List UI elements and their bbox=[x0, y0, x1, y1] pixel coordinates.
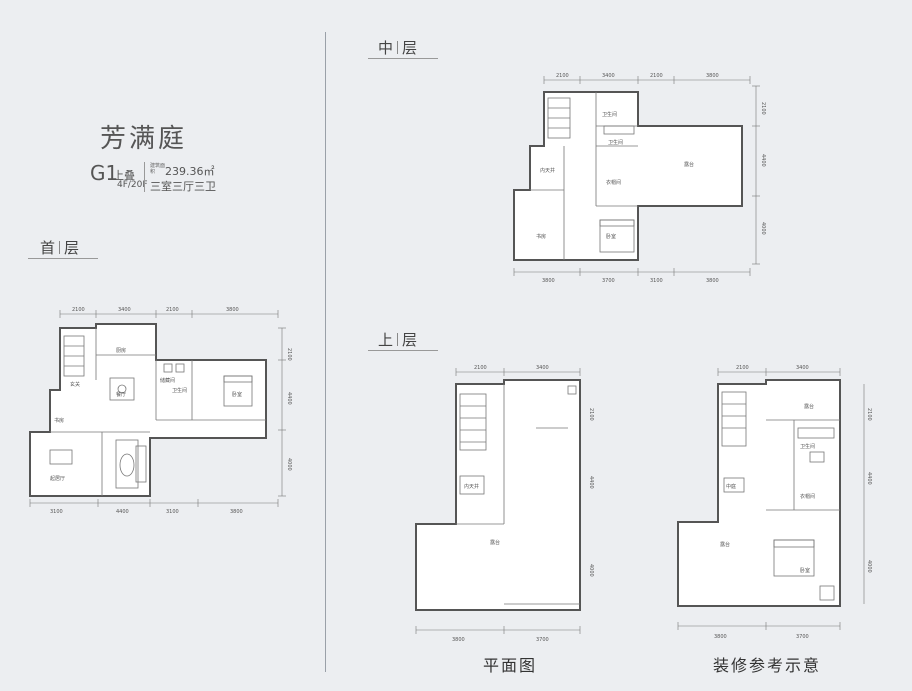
unit-type: 上叠 bbox=[113, 169, 135, 182]
ground-dim-top-2: 3400 bbox=[118, 307, 131, 313]
area-caption: 建筑面积 bbox=[150, 163, 166, 175]
middle-room-courtyard: 内天井 bbox=[540, 167, 555, 174]
ground-dim-bottom-4: 3800 bbox=[230, 509, 243, 515]
middle-dim-bottom-2: 3700 bbox=[602, 278, 615, 284]
furnished-room-bath: 卫生间 bbox=[800, 443, 815, 450]
ground-dim-right-1: 2100 bbox=[286, 348, 292, 361]
middle-label-rule bbox=[368, 58, 438, 59]
middle-dim-right-2: 4400 bbox=[760, 154, 766, 167]
ground-label-a: 首 bbox=[40, 239, 56, 257]
middle-dim-top-2: 3400 bbox=[602, 73, 615, 79]
middle-floor-label: 中层 bbox=[378, 37, 417, 58]
ground-room-dining: 餐厅 bbox=[116, 391, 126, 398]
furnished-room-terrace-left: 露台 bbox=[720, 541, 730, 548]
ground-room-living: 起居厅 bbox=[50, 476, 65, 482]
middle-label-a: 中 bbox=[378, 39, 394, 57]
middle-label-b: 层 bbox=[402, 39, 418, 57]
plan-caption: 平面图 bbox=[483, 656, 538, 675]
upper-floor-label: 上层 bbox=[378, 329, 417, 350]
ground-dim-top-3: 2100 bbox=[166, 307, 179, 313]
layout-text: 三室三厅三卫 bbox=[150, 180, 216, 193]
middle-dim-top-3: 2100 bbox=[650, 73, 663, 79]
ground-dim-bottom-1: 3100 bbox=[50, 509, 63, 515]
upper-room-courtyard: 内天井 bbox=[464, 483, 479, 490]
upper-label-a: 上 bbox=[378, 331, 394, 349]
ground-room-kitchen: 厨房 bbox=[116, 347, 126, 354]
ground-dim-right-2: 4400 bbox=[286, 392, 292, 405]
furnished-room-terrace-top: 露台 bbox=[804, 403, 814, 410]
middle-dim-bottom-1: 3800 bbox=[542, 278, 555, 284]
upper-dim-bottom-1: 3800 bbox=[452, 637, 465, 643]
ground-dim-top-4: 3800 bbox=[226, 307, 239, 313]
middle-dim-top-1: 2100 bbox=[556, 73, 569, 79]
furnished-dim-bottom-2: 3700 bbox=[796, 634, 809, 640]
upper-label-rule bbox=[368, 350, 438, 351]
furnished-dim-right-2: 4400 bbox=[866, 472, 872, 485]
middle-dim-right-3: 4000 bbox=[760, 222, 766, 235]
upper-dim-top-2: 3400 bbox=[536, 365, 549, 371]
area-value: 239.36㎡ bbox=[165, 165, 215, 178]
ground-floor-label: 首层 bbox=[40, 237, 79, 258]
ground-room-storage: 储藏间 bbox=[160, 377, 175, 384]
floor-range: 4F/20F bbox=[117, 180, 148, 190]
furnished-dim-top-2: 3400 bbox=[796, 365, 809, 371]
ground-room-study: 书房 bbox=[54, 417, 64, 424]
decor-caption: 装修参考示意 bbox=[713, 656, 822, 675]
upper-dim-right-2: 4400 bbox=[588, 476, 594, 489]
upper-label-b: 层 bbox=[402, 331, 418, 349]
ground-floor-plan: 2100 3400 2100 3800 3100 4400 3100 3800 … bbox=[29, 307, 292, 515]
middle-dim-right-1: 2100 bbox=[760, 102, 766, 115]
middle-dim-top-4: 3800 bbox=[706, 73, 719, 79]
upper-dim-bottom-2: 3700 bbox=[536, 637, 549, 643]
upper-furnished-plan: 2100 3400 3800 3700 2100 4400 4000 露台 卫生… bbox=[677, 365, 872, 640]
furnished-dim-right-1: 2100 bbox=[866, 408, 872, 421]
ground-dim-bottom-3: 3100 bbox=[166, 509, 179, 515]
upper-dim-right-3: 4000 bbox=[588, 564, 594, 577]
ground-room-bath: 卫生间 bbox=[172, 387, 187, 394]
middle-dim-bottom-3: 3100 bbox=[650, 278, 663, 284]
furnished-room-bedroom: 卧室 bbox=[800, 567, 810, 574]
ground-dim-top-1: 2100 bbox=[72, 307, 85, 313]
ground-dim-right-3: 4000 bbox=[286, 458, 292, 471]
unit-code: G1 bbox=[90, 161, 119, 185]
middle-room-wardrobe: 衣帽间 bbox=[606, 179, 621, 186]
ground-room-bedroom: 卧室 bbox=[232, 391, 242, 398]
upper-dim-right-1: 2100 bbox=[588, 408, 594, 421]
middle-room-terrace: 露台 bbox=[684, 161, 694, 168]
furnished-room-courtyard: 中庭 bbox=[726, 483, 736, 490]
upper-floor-plan: 2100 3400 3800 3700 2100 4400 4000 内天井 露… bbox=[415, 365, 594, 643]
middle-room-study: 书房 bbox=[536, 233, 546, 240]
ground-dim-bottom-2: 4400 bbox=[116, 509, 129, 515]
middle-floor-plan: 2100 3400 2100 3800 3800 3700 3100 3800 … bbox=[513, 73, 766, 284]
furnished-room-wardrobe: 衣帽间 bbox=[800, 493, 815, 500]
upper-dim-top-1: 2100 bbox=[474, 365, 487, 371]
project-name: 芳满庭 bbox=[100, 124, 188, 154]
middle-room-bath-1: 卫生间 bbox=[602, 111, 617, 118]
panel-divider bbox=[325, 32, 326, 672]
middle-room-bath-2: 卫生间 bbox=[608, 139, 623, 146]
upper-room-terrace: 露台 bbox=[490, 539, 500, 546]
furnished-dim-bottom-1: 3800 bbox=[714, 634, 727, 640]
header-divider bbox=[144, 162, 145, 192]
middle-dim-bottom-4: 3800 bbox=[706, 278, 719, 284]
ground-room-entry: 玄关 bbox=[70, 381, 80, 388]
ground-label-b: 层 bbox=[64, 239, 80, 257]
furnished-dim-top-1: 2100 bbox=[736, 365, 749, 371]
middle-room-bedroom: 卧室 bbox=[606, 233, 616, 240]
furnished-dim-right-3: 4000 bbox=[866, 560, 872, 573]
ground-label-rule bbox=[28, 258, 98, 259]
